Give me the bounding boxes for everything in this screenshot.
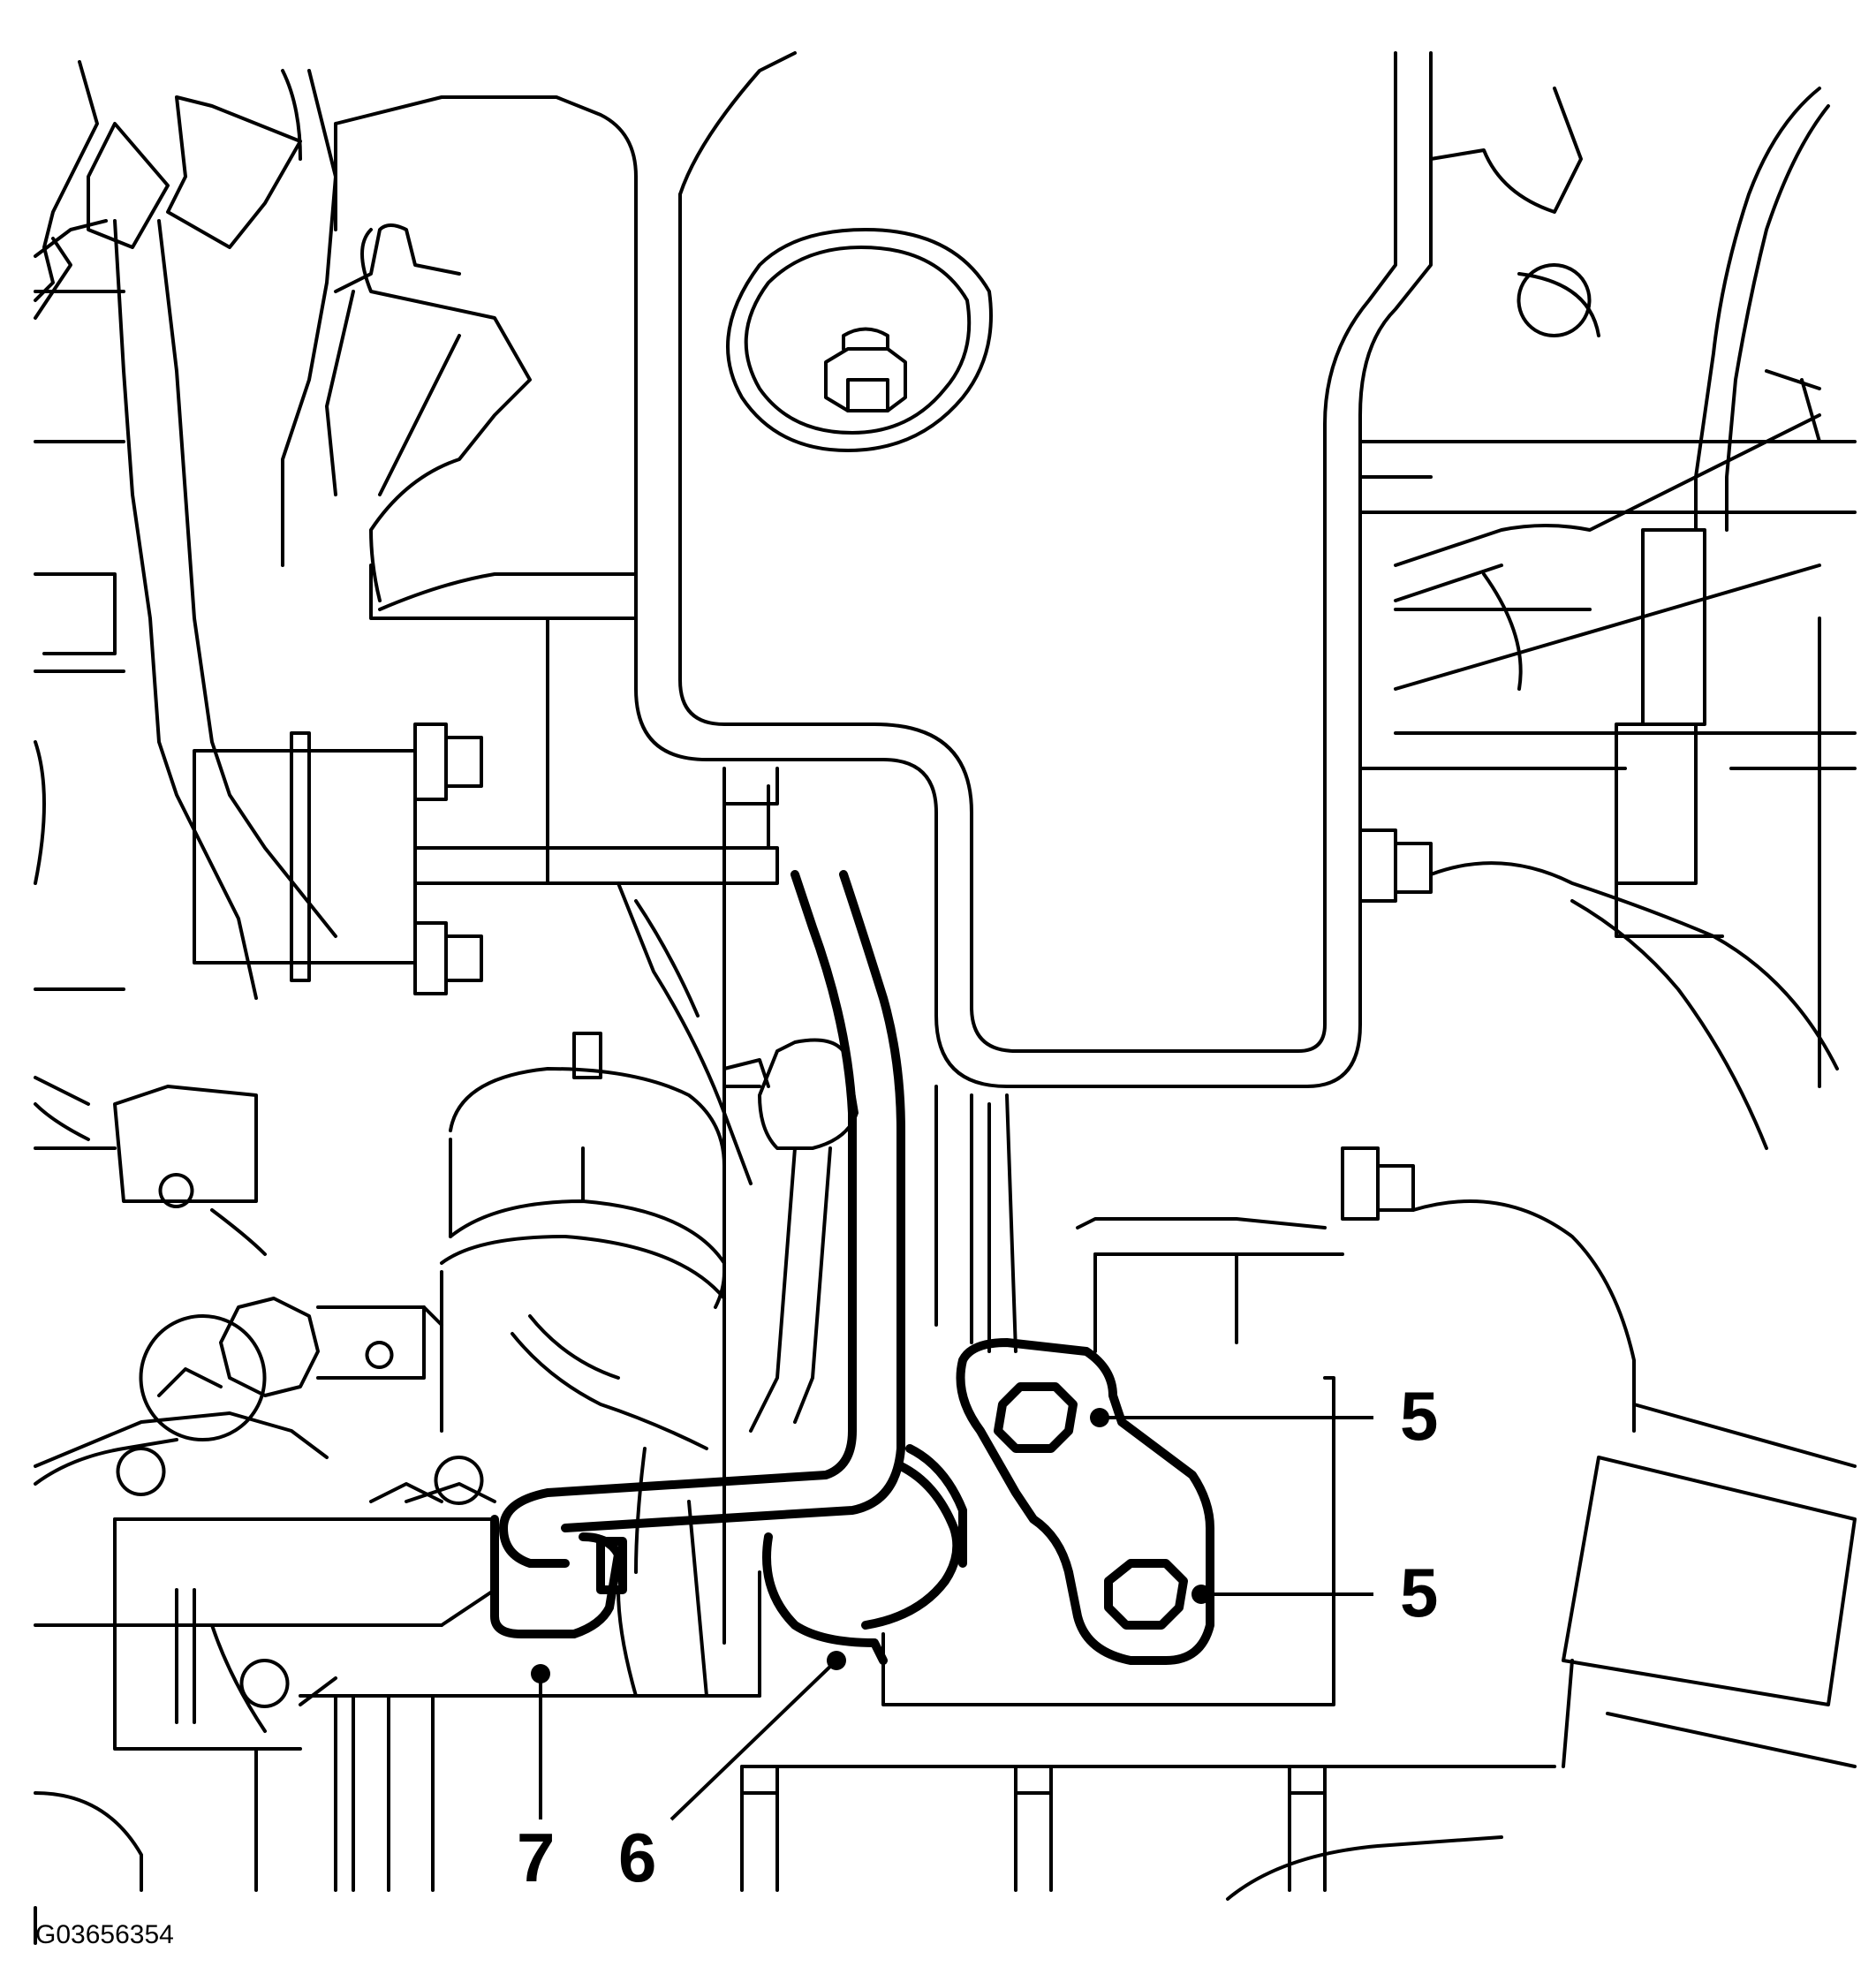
- callout-label-5-upper: 5: [1400, 1377, 1438, 1455]
- pipe-clamp-lip: [905, 1444, 967, 1568]
- callout-label-6: 6: [618, 1819, 656, 1896]
- bracket-bolt-upper: [994, 1382, 1078, 1453]
- refrigerant-line-inner: [561, 870, 905, 1532]
- callout-label-5-lower: 5: [1400, 1554, 1438, 1631]
- mounting-bracket: [956, 1338, 1214, 1665]
- bracket-bolt-lower: [1104, 1559, 1188, 1630]
- engine-background-lines: [34, 51, 1857, 1945]
- pipe-clamp-ring: [861, 1462, 962, 1630]
- refrigerant-line-outer: [499, 870, 857, 1568]
- callout-leaders: [531, 1408, 1373, 1821]
- fitting-tab: [596, 1537, 627, 1594]
- highlighted-components: [490, 870, 1214, 1665]
- callout-label-7: 7: [517, 1819, 555, 1896]
- pipe-clamp: [762, 1532, 888, 1665]
- figure-id: G03656354: [35, 1920, 174, 1949]
